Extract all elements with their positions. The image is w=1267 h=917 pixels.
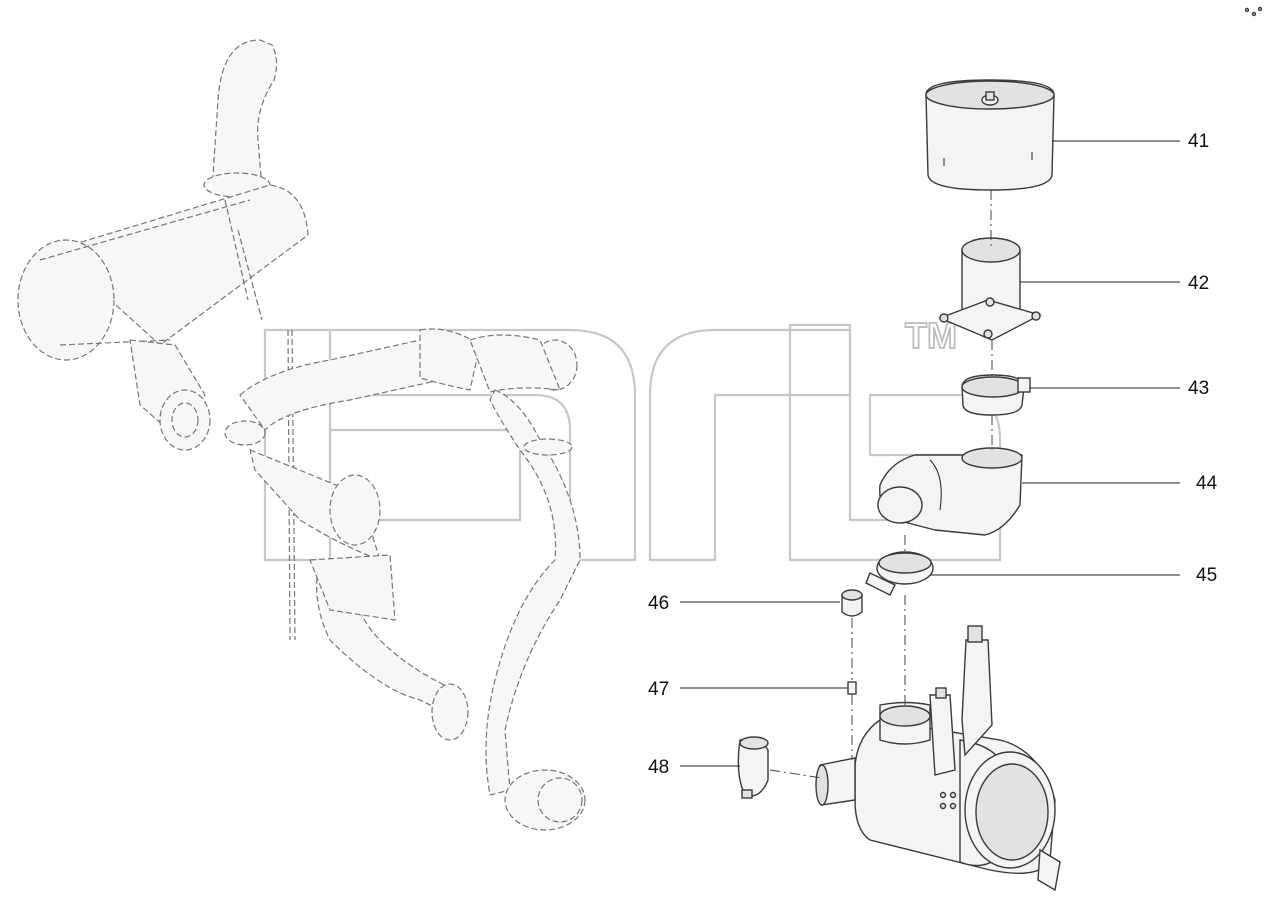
part-46-plug[interactable] (841, 589, 863, 617)
corner-mark-icon (1244, 6, 1263, 17)
callout-47: 47 (648, 679, 669, 700)
part-42-flange-sleeve[interactable] (938, 237, 1042, 341)
leader-lines (680, 140, 1180, 767)
callout-44: 44 (1196, 473, 1218, 494)
callout-labels: 41 42 43 44 45 46 47 48 (648, 131, 1218, 778)
callout-43: 43 (1188, 378, 1209, 399)
callout-48: 48 (648, 757, 669, 778)
part-41-filter-cap[interactable] (925, 79, 1055, 191)
exhaust-system-ghost (17, 39, 586, 831)
part-44-elbow[interactable] (877, 447, 1023, 536)
assembly-axis-lines (769, 190, 993, 779)
callout-46: 46 (648, 593, 669, 614)
part-43-clamp[interactable] (961, 374, 1031, 416)
part-48-band-clamp[interactable] (737, 736, 769, 799)
callout-45: 45 (1196, 565, 1217, 586)
callout-41: 41 (1188, 131, 1209, 152)
part-47-fitting[interactable] (847, 681, 857, 695)
callout-42: 42 (1188, 273, 1209, 294)
air-cleaner-housing[interactable] (815, 625, 1061, 892)
part-45-hose-clamp[interactable] (865, 551, 934, 596)
